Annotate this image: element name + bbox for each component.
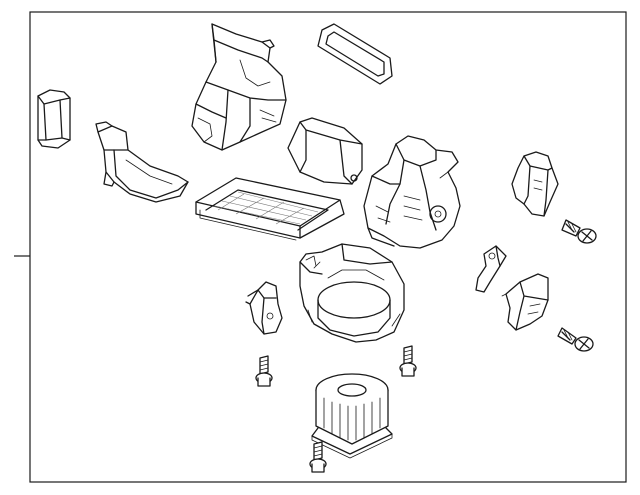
- screw-lower: [557, 327, 594, 352]
- bolt-center: [399, 345, 417, 377]
- diagram-frame: [29, 11, 627, 483]
- duct-seal-left: [37, 89, 71, 149]
- actuator-bracket: [511, 151, 559, 217]
- upper-intake-housing: [191, 23, 287, 151]
- blower-case: [299, 243, 405, 343]
- bolt-bottom: [309, 441, 327, 473]
- screw-upper: [561, 219, 597, 244]
- bolt-left: [255, 355, 273, 387]
- intake-gasket: [317, 23, 393, 85]
- blower-motor: [311, 373, 393, 459]
- cabin-air-filter: [195, 177, 345, 241]
- cabin-filter-door: [287, 117, 363, 185]
- recirculation-housing: [363, 135, 461, 249]
- air-inlet-duct: [95, 121, 189, 203]
- control-link: [475, 245, 507, 293]
- resistor: [501, 273, 549, 331]
- mount-bracket: [245, 281, 283, 335]
